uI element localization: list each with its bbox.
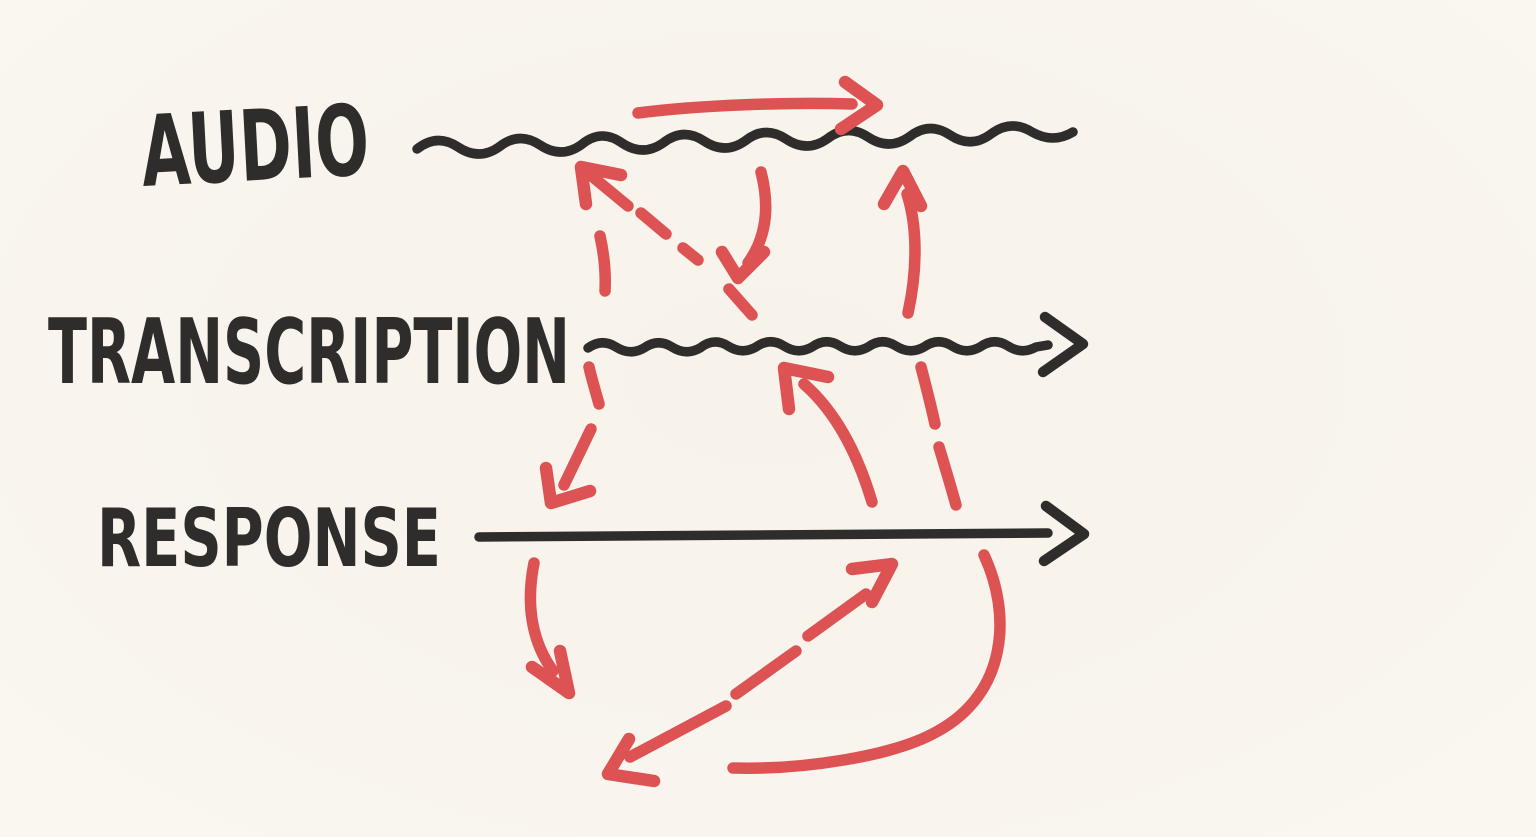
dashed-up-left-arrow-dash-1 bbox=[635, 207, 672, 240]
response-down-solid-arrow bbox=[524, 557, 576, 700]
diagonal-arrow-dash-1 bbox=[802, 588, 872, 642]
audio-playback-arrow-shaft bbox=[632, 97, 858, 119]
transcription-to-audio-dashed-arrow bbox=[574, 160, 758, 321]
curved-down-arrow-shaft bbox=[524, 557, 559, 677]
dashed-up-left-arrow-stub bbox=[582, 167, 634, 212]
diagonal-arrow-bottom-head bbox=[601, 732, 661, 788]
curved-down-arrow-head bbox=[525, 644, 576, 700]
audio-playback-arrow-head bbox=[834, 75, 884, 136]
transcription-to-response-dashed-link bbox=[915, 361, 962, 511]
transcription-arrowhead bbox=[1037, 311, 1089, 378]
diagonal-arrow-dash-3 bbox=[624, 700, 732, 763]
dashed-link-dash-1 bbox=[915, 361, 941, 430]
dashed-down-arrow-dash-1 bbox=[594, 230, 611, 297]
solid-up-arrow-shaft bbox=[901, 188, 921, 319]
curved-up-arrow-shaft bbox=[798, 378, 878, 508]
dashed-up-left-arrow-dash-2 bbox=[677, 242, 704, 266]
loop-back-arc bbox=[727, 549, 1006, 774]
solid-up-arrow-head bbox=[877, 164, 928, 213]
dashed-up-left-arrow-dash-3 bbox=[723, 283, 758, 321]
audio-down-solid-arrow bbox=[715, 166, 772, 285]
response-label: RESPONSE bbox=[97, 492, 441, 585]
response-straight-line bbox=[474, 528, 1053, 542]
transcription-timeline-line bbox=[583, 311, 1089, 378]
dashed-link-dash-2 bbox=[933, 441, 962, 511]
audio-down-arrow-head bbox=[715, 245, 771, 285]
transcription-wavy-line bbox=[583, 337, 1053, 357]
response-timeline-line bbox=[474, 500, 1090, 567]
transcription-label: TRANSCRIPTION bbox=[48, 300, 570, 405]
diagonal-arrow-dash-2 bbox=[730, 645, 802, 700]
audio-to-response-dashed-arrow bbox=[539, 230, 611, 510]
audio-label: AUDIO bbox=[138, 84, 372, 210]
curved-up-arrow-head bbox=[777, 361, 835, 416]
dashed-down-arrow-dash-2 bbox=[583, 361, 605, 410]
loop-back-arc-stroke bbox=[727, 549, 1006, 774]
audio-wavy-line bbox=[412, 121, 1078, 159]
dashed-down-arrow-stub bbox=[558, 423, 597, 491]
audio-playback-arrow bbox=[632, 75, 884, 136]
diagonal-arrow-top-head bbox=[845, 557, 899, 609]
dashed-down-arrow-head bbox=[539, 461, 597, 510]
audio-timeline-line bbox=[412, 121, 1078, 159]
response-arrowhead bbox=[1038, 500, 1090, 567]
transcription-to-audio-solid-arrow bbox=[877, 164, 928, 319]
dashed-up-left-arrow-head bbox=[574, 160, 628, 211]
double-headed-dashed-diagonal-arrow bbox=[601, 557, 899, 788]
response-to-transcription-solid-arrow bbox=[777, 361, 878, 508]
